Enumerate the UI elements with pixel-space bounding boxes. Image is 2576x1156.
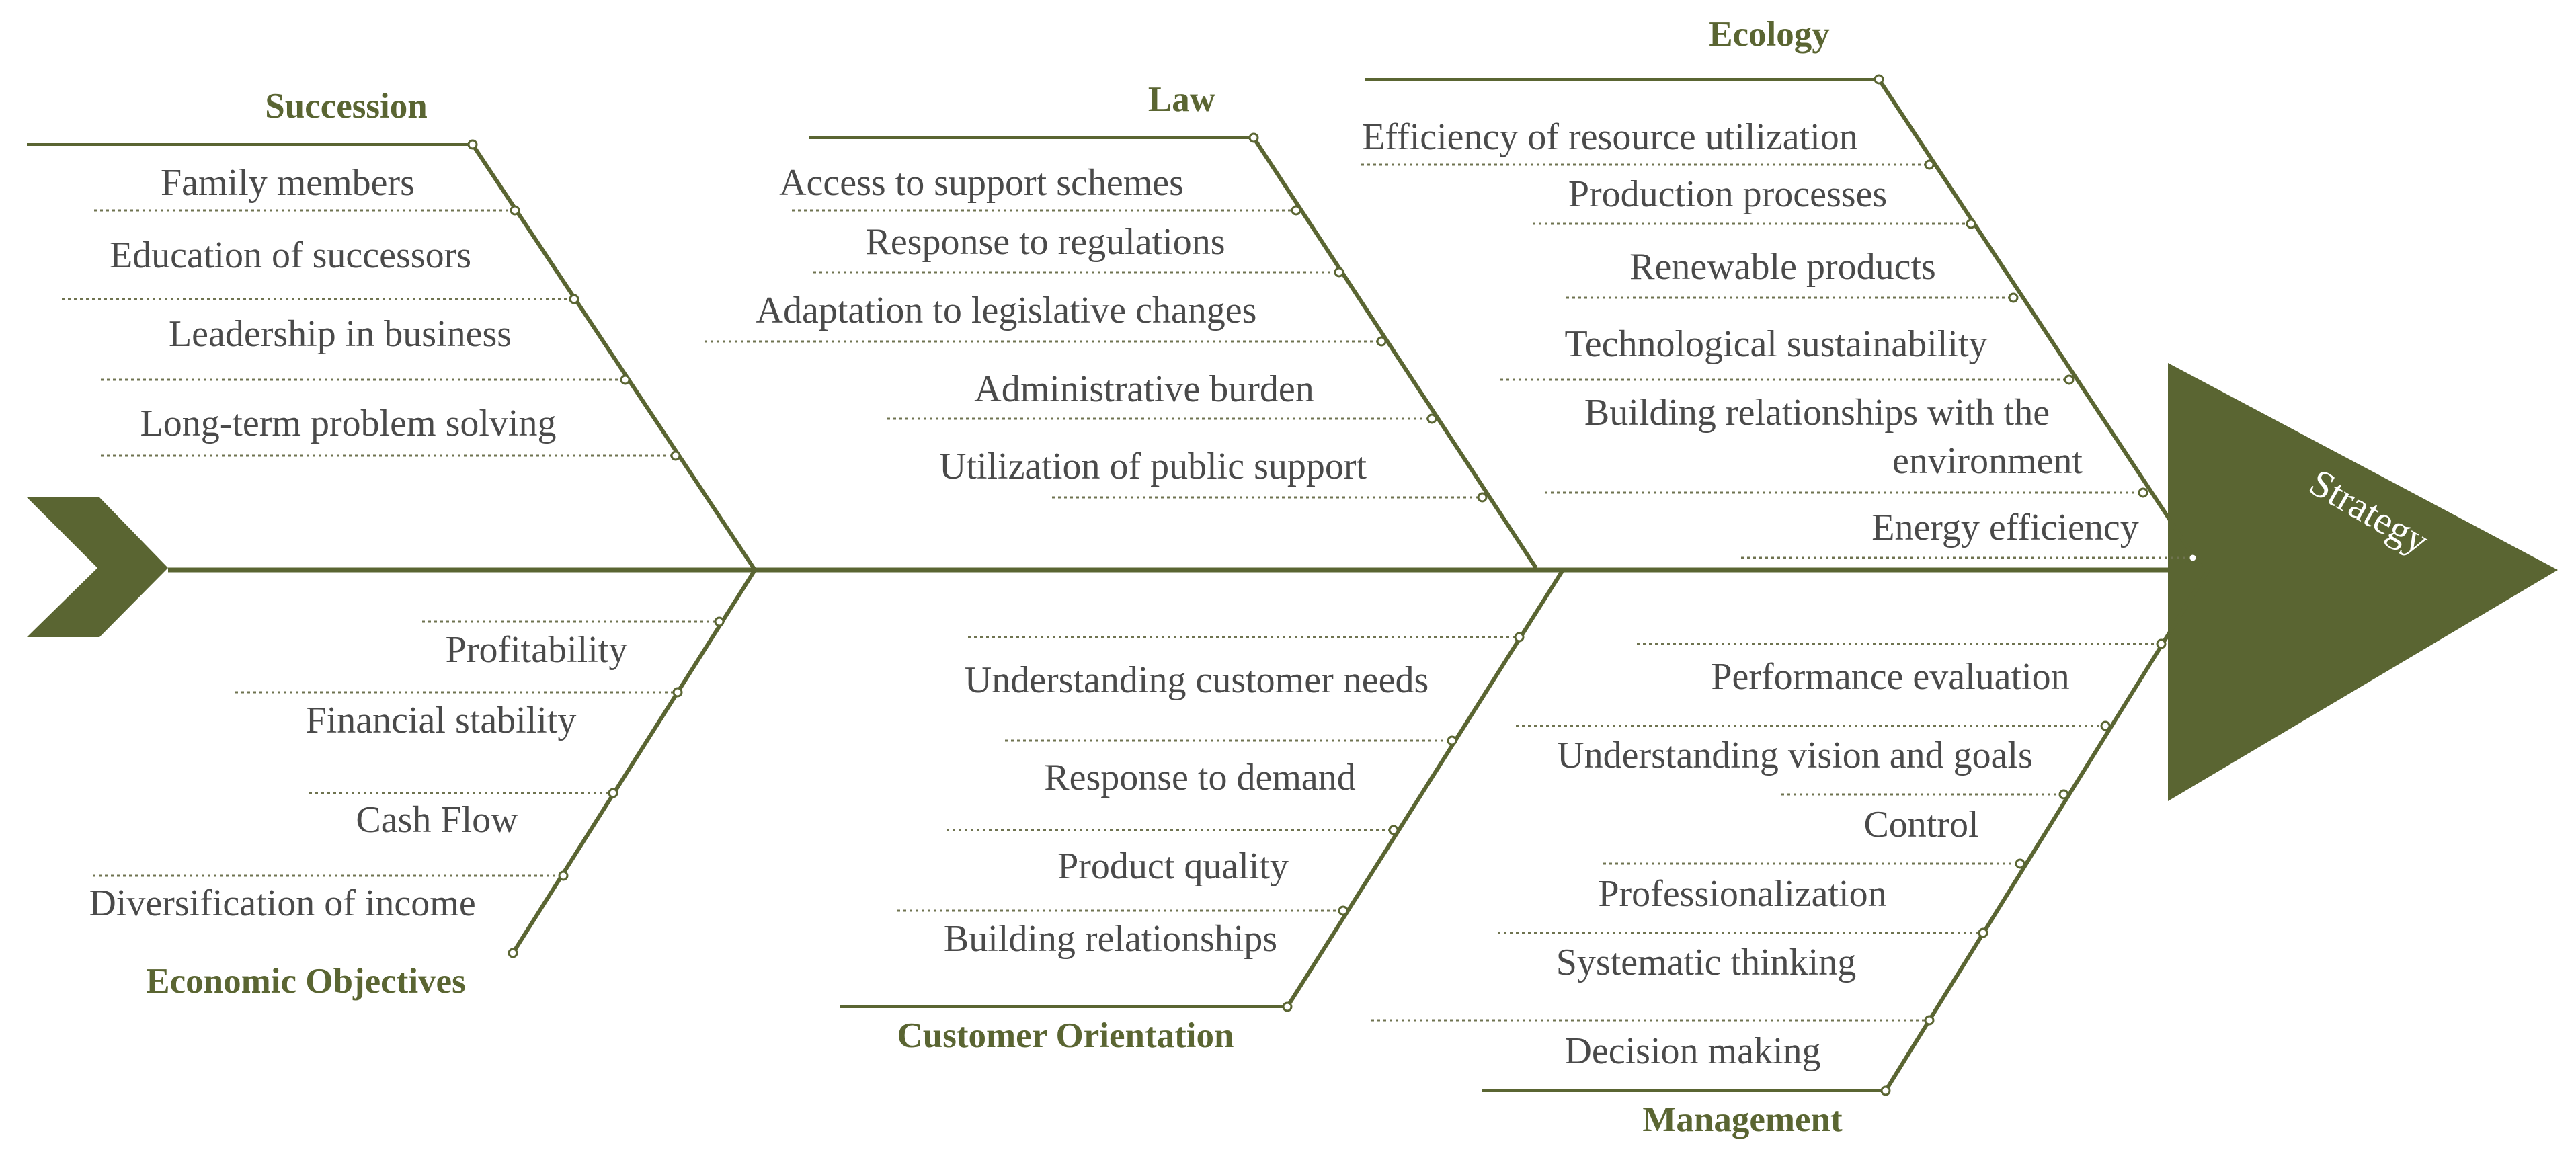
customer-bone bbox=[1285, 569, 1565, 1008]
customer-orientation-title: Customer Orientation bbox=[897, 1016, 1234, 1055]
management-title: Management bbox=[1642, 1100, 1843, 1139]
cause-professionalization: Professionalization bbox=[1598, 873, 1886, 915]
category-succession: Succession Family members Education of s… bbox=[27, 87, 757, 571]
cause-utilization-of-public-support: Utilization of public support bbox=[939, 446, 1367, 487]
management-bone bbox=[1884, 569, 2210, 1092]
category-customer-orientation: Customer Orientation Understanding custo… bbox=[840, 569, 1565, 1055]
ecology-title: Ecology bbox=[1709, 15, 1830, 54]
law-bone bbox=[1252, 136, 1538, 569]
cause-production-processes: Production processes bbox=[1568, 173, 1887, 215]
cause-control: Control bbox=[1863, 804, 1978, 845]
cause-product-quality: Product quality bbox=[1057, 845, 1289, 887]
cause-family-members: Family members bbox=[161, 162, 415, 204]
cause-administrative-burden: Administrative burden bbox=[974, 368, 1314, 410]
law-title: Law bbox=[1148, 80, 1215, 119]
cause-education-of-successors: Education of successors bbox=[110, 235, 471, 276]
cause-building-relationships-with-the: Building relationships with the bbox=[1584, 392, 2050, 434]
cause-long-term-problem-solving: Long-term problem solving bbox=[140, 403, 556, 444]
cause-energy-efficiency: Energy efficiency bbox=[1871, 507, 2139, 548]
cause-profitability: Profitability bbox=[446, 629, 628, 671]
cause-renewable-products: Renewable products bbox=[1629, 246, 1936, 288]
ecology-bone bbox=[1877, 78, 2204, 569]
cause-building-relationships: Building relationships bbox=[944, 918, 1277, 960]
category-economic-objectives: Economic Objectives Profitability Financ… bbox=[89, 569, 757, 1001]
cause-understanding-vision-and-goals: Understanding vision and goals bbox=[1557, 735, 2033, 776]
category-ecology: Ecology Efficiency of resource utilizati… bbox=[1361, 15, 2204, 569]
tail-chevron bbox=[27, 497, 168, 637]
cause-response-to-regulations: Response to regulations bbox=[865, 221, 1225, 263]
cause-cash-flow: Cash Flow bbox=[356, 799, 518, 841]
category-management: Management Performance evaluation Unders… bbox=[1371, 569, 2210, 1139]
economic-bone bbox=[511, 569, 757, 954]
succession-title: Succession bbox=[265, 87, 427, 126]
succession-bone bbox=[471, 143, 757, 571]
cause-diversification-of-income: Diversification of income bbox=[89, 882, 475, 924]
cause-systematic-thinking: Systematic thinking bbox=[1556, 942, 1856, 983]
cause-efficiency-of-resource-utilization: Efficiency of resource utilization bbox=[1362, 116, 1858, 158]
cause-leadership-in-business: Leadership in business bbox=[169, 313, 512, 355]
category-law: Law Access to support schemes Response t… bbox=[705, 80, 1538, 569]
cause-performance-evaluation: Performance evaluation bbox=[1711, 656, 2069, 698]
cause-financial-stability: Financial stability bbox=[306, 700, 577, 741]
cause-access-to-support-schemes: Access to support schemes bbox=[779, 162, 1184, 204]
cause-technological-sustainability: Technological sustainability bbox=[1564, 323, 1987, 365]
cause-adaptation-to-legislative-changes: Adaptation to legislative changes bbox=[756, 290, 1257, 331]
cause-understanding-customer-needs: Understanding customer needs bbox=[965, 659, 1428, 701]
economic-objectives-title: Economic Objectives bbox=[146, 962, 465, 1001]
cause-response-to-demand: Response to demand bbox=[1044, 757, 1355, 798]
head-triangle bbox=[2168, 363, 2558, 801]
cause-decision-making: Decision making bbox=[1564, 1030, 1820, 1072]
cause-environment: environment bbox=[1892, 440, 2083, 482]
